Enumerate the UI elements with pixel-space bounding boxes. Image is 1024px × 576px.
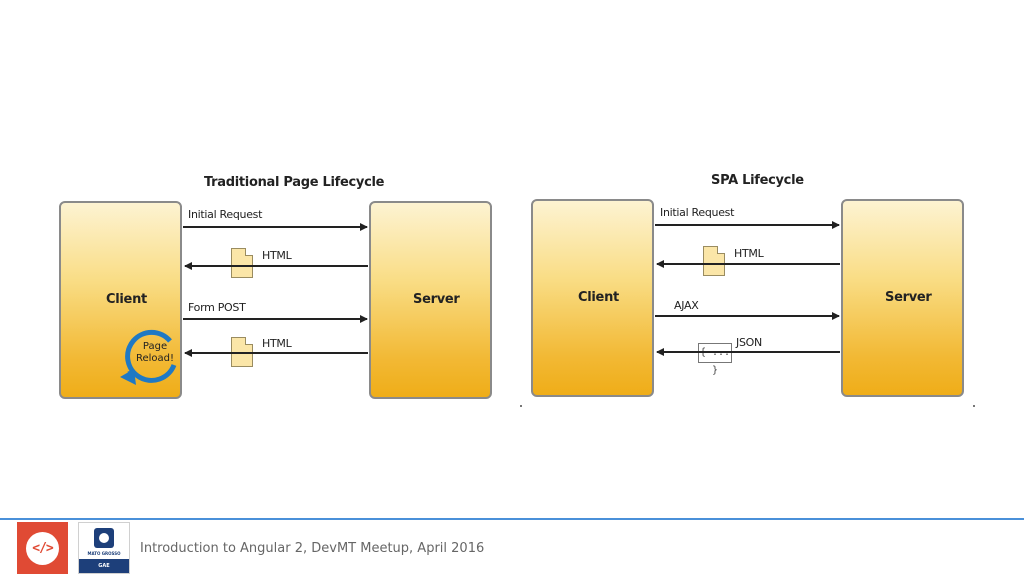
institution-name: MATO GROSSO [87, 551, 121, 556]
spa-initial-request-label: Initial Request [660, 206, 735, 219]
code-brackets-glyph: </> [26, 532, 59, 565]
traditional-html-label-2: HTML [262, 337, 292, 350]
spa-html-label: HTML [734, 247, 764, 260]
html-document-icon [703, 246, 725, 276]
traditional-initial-request-label: Initial Request [188, 208, 263, 221]
spa-title: SPA Lifecycle [711, 173, 804, 188]
footer-caption: Introduction to Angular 2, DevMT Meetup,… [140, 541, 485, 556]
spa-ajax-label: AJAX [674, 299, 699, 312]
footer-divider [0, 518, 1024, 520]
code-brackets-icon: </> [17, 522, 68, 574]
traditional-title: Traditional Page Lifecycle [204, 175, 385, 190]
traditional-server-label: Server [413, 292, 460, 307]
traditional-form-post-label: Form POST [188, 301, 246, 314]
html-document-icon [231, 248, 253, 278]
page-reload-text: Page Reload! [135, 341, 175, 365]
traditional-client-label: Client [106, 292, 147, 307]
spa-server-box: Server [841, 199, 964, 397]
spa-json-label: JSON [736, 336, 762, 349]
page-reload-line1: Page [142, 341, 168, 352]
image-edge-mark [520, 405, 522, 407]
spa-client-label: Client [578, 290, 619, 305]
institution-band: GAE [79, 559, 129, 573]
page-reload-icon [120, 329, 177, 385]
state-seal-icon: MATO GROSSO GAE [78, 522, 130, 574]
seal-emblem [94, 528, 114, 548]
traditional-html-label-1: HTML [262, 249, 292, 262]
traditional-client-box: Client [59, 201, 182, 399]
page-reload-line2: Reload! [135, 353, 175, 364]
spa-client-box: Client [531, 199, 654, 397]
traditional-server-box: Server [369, 201, 492, 399]
image-edge-mark [973, 405, 975, 407]
spa-server-label: Server [885, 290, 932, 305]
